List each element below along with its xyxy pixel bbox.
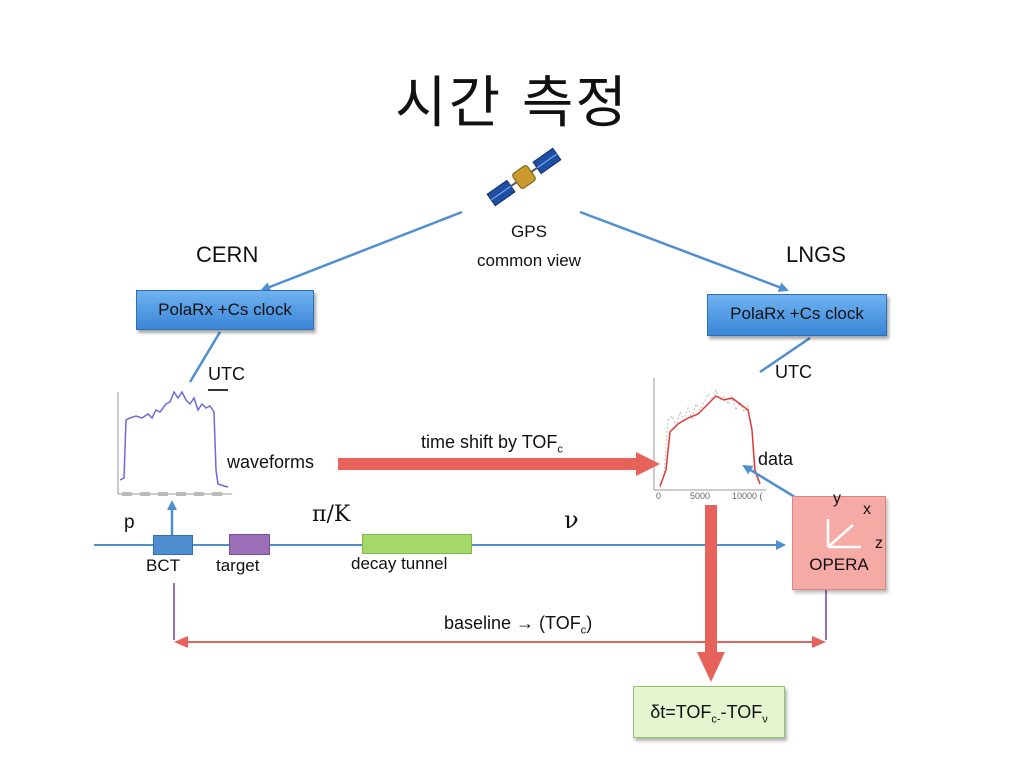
clock-left-connector <box>188 331 222 383</box>
axis-z-label: z <box>875 535 883 552</box>
gps-label: GPS <box>511 222 547 241</box>
gps-to-cern-arrow <box>260 210 463 292</box>
data-label: data <box>758 449 794 469</box>
opera-box: y x z OPERA <box>792 490 886 590</box>
delta-t-box: δt=TOFc--TOFν <box>633 686 785 738</box>
left-waveform-line <box>119 390 229 488</box>
satellite-icon <box>486 147 562 207</box>
right-data-fit <box>659 395 761 487</box>
page-title: 시간 측정 <box>395 71 629 136</box>
bct-box <box>153 535 193 555</box>
lngs-clock-box: PolaRx +Cs clock <box>707 294 887 336</box>
right-data-plot <box>653 378 766 491</box>
axis-y-label: y <box>833 490 841 507</box>
neutrino-label: ν <box>564 506 579 534</box>
pi-k-label: π/K <box>312 502 351 527</box>
decay-tunnel-box <box>362 534 472 554</box>
gps-common-view-label: common view <box>477 251 581 270</box>
right-plot-tick-0: 0 <box>656 491 662 501</box>
utc-right-label: UTC <box>775 362 812 382</box>
time-shift-label: time shift by TOFc <box>421 432 563 456</box>
right-data-points <box>659 388 759 489</box>
delta-down-arrow <box>697 505 725 682</box>
right-plot-tick-5000: 5000 <box>690 491 711 501</box>
cern-clock-box: PolaRx +Cs clock <box>136 290 314 330</box>
cern-label: CERN <box>196 242 259 267</box>
baseline-arrow <box>173 583 827 648</box>
gps-to-lngs-arrow <box>579 210 789 292</box>
waveforms-label: waveforms <box>227 452 315 472</box>
axis-x-label: x <box>863 501 871 518</box>
clock-right-connector <box>759 336 811 374</box>
time-shift-arrow <box>338 452 660 476</box>
opera-label: OPERA <box>809 555 869 574</box>
axes-icon <box>826 519 861 549</box>
right-plot-tick-10000: 10000 ( <box>732 491 763 501</box>
bct-label: BCT <box>146 556 180 575</box>
utc-left-label: UTC <box>208 364 245 384</box>
decay-tunnel-label: decay tunnel <box>351 554 448 573</box>
proton-label: p <box>124 512 135 533</box>
lngs-label: LNGS <box>786 242 846 267</box>
left-waveform-plot <box>117 390 232 496</box>
target-label: target <box>216 556 260 575</box>
baseline-label: baseline → (TOFc) <box>444 613 593 637</box>
target-box <box>229 534 270 555</box>
